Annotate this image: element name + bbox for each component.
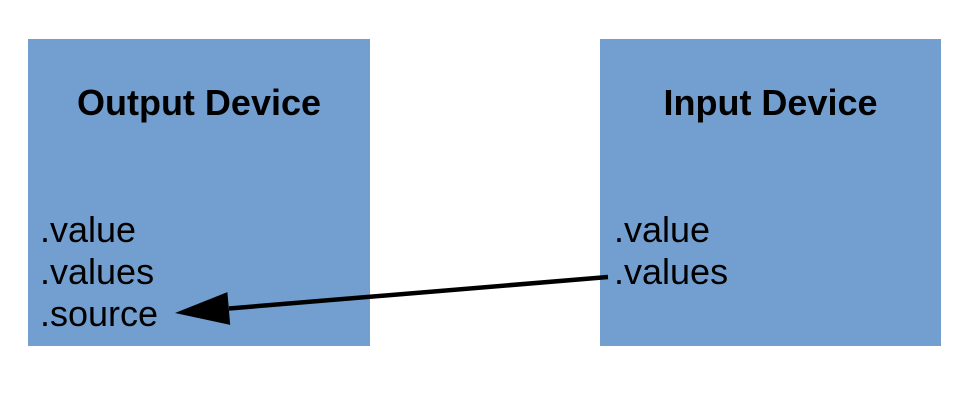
output-property-values: .values (40, 251, 155, 292)
input-property-value: .value (614, 209, 711, 250)
output-property-value: .value (40, 209, 137, 250)
output-device-properties: .value .values .source (40, 209, 158, 335)
input-device-title: Input Device (663, 82, 878, 123)
output-device-title: Output Device (76, 82, 322, 123)
input-device-properties: .value .values (614, 209, 728, 293)
input-property-values: .values (614, 251, 729, 292)
output-property-source: .source (40, 293, 159, 334)
input-device-box: Input Device .value .values (600, 39, 941, 346)
output-device-box: Output Device .value .values .source (28, 39, 370, 346)
